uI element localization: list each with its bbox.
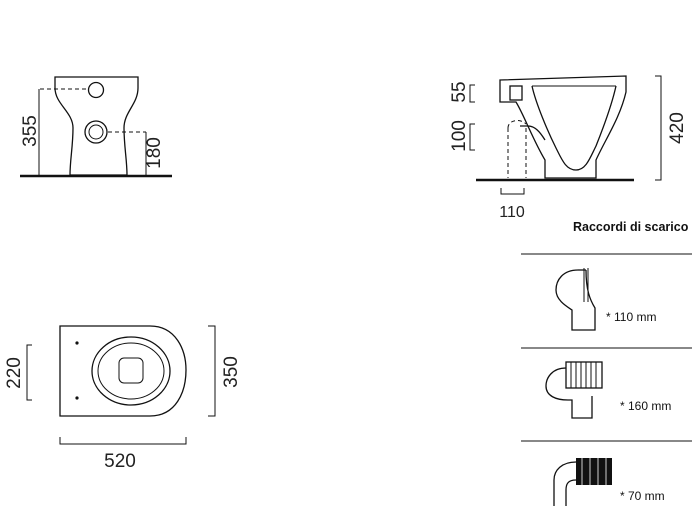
toilet-plan-outline <box>59 325 187 417</box>
plan-view: 220 350 520 <box>4 325 242 472</box>
drain-hole <box>118 357 144 384</box>
fitting-icon-160 <box>545 367 593 419</box>
dim-100: 100 <box>449 120 470 152</box>
bracket-520 <box>59 437 187 445</box>
fitting-icon-70 <box>553 461 577 506</box>
fitting-label: 110 mm <box>614 310 656 324</box>
waste-outlet-inner <box>88 124 104 140</box>
dim-420: 420 <box>667 112 688 144</box>
toilet-side-outline <box>499 75 627 179</box>
fitting-marker: * <box>620 489 625 503</box>
toilet-front-outline <box>54 76 139 176</box>
bracket-110 <box>500 188 525 195</box>
dim-350: 350 <box>221 356 242 388</box>
bracket-55 <box>469 84 475 103</box>
fitting-160: * 160 mm <box>545 361 671 419</box>
fittings-title: Raccordi di scarico <box>573 220 689 234</box>
fitting-70: * 70 mm <box>553 458 665 506</box>
bracket-100 <box>469 123 475 151</box>
dim-520: 520 <box>104 451 136 472</box>
fitting-bellows <box>565 361 603 389</box>
water-inlet <box>87 81 105 99</box>
side-view: 55 100 420 110 <box>449 75 688 221</box>
fitting-110: * 110 mm <box>555 268 656 331</box>
siphon-trap <box>520 125 546 141</box>
fitting-bellows <box>576 458 612 485</box>
fittings-panel: Raccordi di scarico * 110 mm * 160 mm <box>521 220 692 506</box>
dim-110: 110 <box>499 204 525 221</box>
dim-180: 180 <box>144 137 165 169</box>
bracket-220 <box>26 344 32 401</box>
bracket-420 <box>655 75 662 181</box>
dim-220: 220 <box>4 357 25 389</box>
bowl-outer <box>91 336 171 406</box>
waste-outlet-outer <box>84 120 108 144</box>
fitting-marker: * <box>620 399 625 413</box>
fitting-label: 70 mm <box>628 489 665 503</box>
bowl-inner <box>531 85 617 171</box>
bracket-350 <box>208 325 216 417</box>
fixing-hole-bottom <box>75 396 79 400</box>
dim-355: 355 <box>20 115 41 147</box>
fitting-label: 160 mm <box>628 399 671 413</box>
bowl-inner <box>97 342 165 400</box>
water-inlet-spud <box>509 85 523 101</box>
fitting-marker: * <box>606 310 611 324</box>
front-view: 355 180 <box>20 76 172 178</box>
outlet-pipe <box>507 120 527 178</box>
fixing-hole-top <box>75 341 79 345</box>
dim-55: 55 <box>449 81 470 102</box>
fitting-icon-110 <box>555 269 596 331</box>
